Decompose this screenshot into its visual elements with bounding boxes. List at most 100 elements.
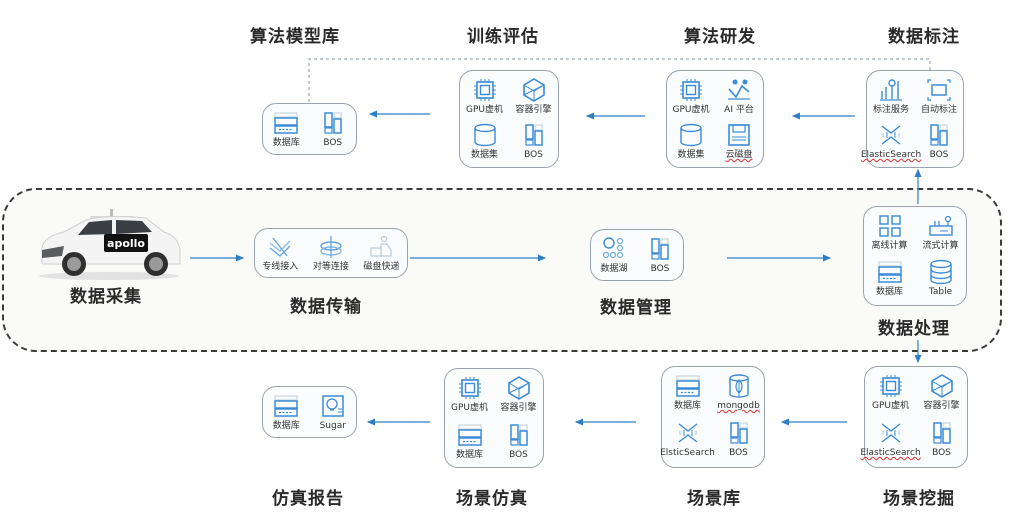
database-icon [274, 112, 298, 134]
training-item-dataset[interactable]: 数据集 [460, 122, 509, 161]
feedback-dotted-line [308, 58, 931, 102]
data-lake-icon [602, 237, 624, 259]
mining-item-gpu[interactable]: GPU虚机 [865, 373, 916, 412]
bos-storage-icon [729, 422, 748, 444]
item-label: GPU虚机 [872, 401, 909, 411]
bos-storage-icon [930, 124, 948, 146]
training-item-container[interactable]: 容器引擎 [509, 77, 558, 116]
scene-mining-box[interactable]: GPU虚机 容器引擎 ElasticSearch BOS [860, 366, 968, 468]
label-item-elasticsearch[interactable]: ElasticSearch [861, 122, 921, 161]
item-label: 数据集 [677, 150, 705, 160]
item-label: 离线计算 [871, 241, 908, 251]
database-icon [675, 375, 700, 397]
item-label: Table [928, 287, 953, 297]
report-item-database[interactable]: 数据库 [263, 393, 310, 432]
item-label: 数据库 [272, 421, 300, 431]
report-item-sugar[interactable]: Sugar [310, 393, 357, 432]
management-box[interactable]: 数据湖 BOS [590, 229, 684, 281]
dataset-cylinder-icon [473, 123, 496, 147]
scene-sim-box[interactable]: GPU虚机 容器引擎 数据库 BOS [444, 368, 544, 468]
label-item-auto[interactable]: 自动标注 [915, 77, 963, 116]
mining-item-elasticsearch[interactable]: ElasticSearch [860, 420, 921, 459]
item-label: BOS [509, 450, 528, 460]
sim-item-container[interactable]: 容器引擎 [494, 375, 543, 414]
training-item-gpu[interactable]: GPU虚机 [460, 77, 509, 116]
elasticsearch-icon [678, 423, 697, 443]
scenelib-item-mongodb[interactable]: mongodb [713, 373, 764, 412]
gpu-chip-icon [473, 79, 496, 101]
stage-title-collection: 数据采集 [70, 287, 142, 307]
label-item-bos[interactable]: BOS [915, 122, 963, 161]
stage-title-scene-sim: 场景仿真 [456, 489, 528, 509]
peer-connect-icon [320, 236, 342, 258]
sim-item-gpu[interactable]: GPU虚机 [445, 375, 494, 414]
container-engine-icon [930, 374, 953, 398]
management-item-bos[interactable]: BOS [637, 236, 683, 275]
item-label: BOS [929, 150, 949, 160]
bos-storage-icon [509, 424, 528, 446]
container-engine-icon [522, 78, 545, 102]
processing-item-table[interactable]: Table [915, 259, 966, 298]
algodev-item-ai-platform[interactable]: AI 平台 [715, 77, 763, 116]
offline-compute-icon [878, 215, 901, 237]
transfer-item-dedicated-line[interactable]: 专线接入 [255, 234, 306, 273]
mining-item-container[interactable]: 容器引擎 [916, 373, 967, 412]
item-label: ElsticSearch [660, 448, 715, 458]
bos-storage-icon [651, 238, 669, 260]
item-label: 对等连接 [312, 262, 349, 272]
processing-box[interactable]: 离线计算 流式计算 数据库 Table [863, 206, 967, 306]
sim-item-database[interactable]: 数据库 [445, 422, 494, 461]
scenelib-item-database[interactable]: 数据库 [662, 373, 713, 412]
bos-storage-icon [324, 112, 342, 134]
item-label: 磁盘快递 [363, 262, 400, 272]
dataset-cylinder-icon [680, 123, 702, 147]
processing-item-offline[interactable]: 离线计算 [864, 213, 915, 252]
transfer-item-peer-connect[interactable]: 对等连接 [306, 234, 357, 273]
model-repo-box[interactable]: 数据库 BOS [262, 103, 357, 155]
processing-item-stream[interactable]: 流式计算 [915, 213, 966, 252]
item-label: 容器引擎 [923, 401, 960, 411]
transfer-item-disk-express[interactable]: 磁盘快递 [356, 234, 407, 273]
stage-title-processing: 数据处理 [878, 319, 950, 339]
item-label: BOS [650, 264, 670, 274]
stage-title-scene-lib: 场景库 [687, 489, 741, 509]
container-engine-icon [507, 376, 530, 400]
bos-storage-icon [932, 422, 951, 444]
model-repo-item-bos[interactable]: BOS [310, 110, 357, 149]
sim-item-bos[interactable]: BOS [494, 422, 543, 461]
item-label: BOS [524, 150, 543, 160]
algodev-item-dataset[interactable]: 数据集 [667, 122, 715, 161]
item-label: 专线接入 [262, 262, 299, 272]
data-label-box[interactable]: 标注服务 自动标注 ElasticSearch BOS [861, 70, 964, 168]
mining-item-bos[interactable]: BOS [916, 420, 967, 459]
item-label: 数据库 [875, 287, 903, 297]
disk-express-icon [369, 235, 392, 257]
item-label: 容器引擎 [515, 105, 552, 115]
algo-dev-box[interactable]: GPU虚机 AI 平台 数据集 云磁盘 [666, 70, 764, 168]
model-repo-item-database[interactable]: 数据库 [263, 110, 310, 149]
database-icon [457, 424, 482, 446]
sim-report-box[interactable]: 数据库 Sugar [262, 386, 357, 438]
algodev-item-gpu[interactable]: GPU虚机 [667, 77, 715, 116]
stage-title-data-label: 数据标注 [888, 27, 960, 47]
algodev-item-cloud-disk[interactable]: 云磁盘 [715, 122, 763, 161]
scenelib-item-bos[interactable]: BOS [713, 420, 764, 459]
training-eval-box[interactable]: GPU虚机 容器引擎 数据集 BOS [459, 70, 559, 168]
data-pipeline-container [2, 188, 1002, 352]
item-label: BOS [323, 138, 343, 148]
item-label: BOS [729, 448, 748, 458]
mongodb-icon [728, 374, 749, 398]
database-icon [877, 261, 902, 283]
cloud-disk-icon [728, 124, 750, 146]
scenelib-item-elasticsearch[interactable]: ElsticSearch [660, 420, 715, 459]
stage-title-management: 数据管理 [600, 298, 672, 318]
scene-lib-box[interactable]: 数据库 mongodb ElsticSearch BOS [660, 366, 765, 468]
item-label: AI 平台 [724, 105, 754, 115]
item-label: GPU虚机 [451, 403, 488, 413]
elasticsearch-icon [881, 423, 900, 443]
processing-item-database[interactable]: 数据库 [864, 259, 915, 298]
transfer-box[interactable]: 专线接入 对等连接 磁盘快递 [254, 228, 408, 278]
label-item-service[interactable]: 标注服务 [867, 77, 915, 116]
management-item-data-lake[interactable]: 数据湖 [591, 236, 637, 275]
training-item-bos[interactable]: BOS [509, 122, 558, 161]
